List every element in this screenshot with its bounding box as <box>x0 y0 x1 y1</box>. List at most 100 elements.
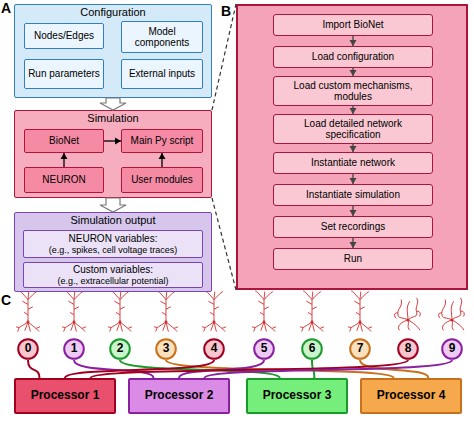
curve-line <box>166 360 394 378</box>
dashed-line <box>212 4 236 110</box>
neuron-morphology <box>252 291 276 332</box>
curve-line <box>312 360 314 378</box>
arrow-line <box>352 36 353 46</box>
box-label: Main Py script <box>131 135 194 146</box>
box-label: Load custom mechanisms, modules <box>277 80 429 102</box>
workflow-frame: BImport BioNetLoad configurationLoad cus… <box>236 4 468 290</box>
callout-number: 2 <box>117 342 124 355</box>
callout-number: 0 <box>25 342 32 355</box>
sim-component: User modules <box>121 167 203 193</box>
assignment-curve <box>74 360 154 378</box>
box-label: Nodes/Edges <box>34 30 94 41</box>
flow-arrow <box>350 36 357 46</box>
callout-number: 6 <box>309 342 316 355</box>
assignment-curve <box>91 360 409 378</box>
config-item: Run parameters <box>24 59 104 89</box>
flow-arrow <box>104 138 121 145</box>
panel-title: Simulation <box>15 112 211 124</box>
processor-label: Processor 3 <box>263 389 332 402</box>
arrow-head <box>350 146 357 152</box>
callout-number: 1 <box>71 342 78 355</box>
callout-number: 3 <box>163 342 170 355</box>
workflow-step: Set recordings <box>273 216 433 238</box>
curve-line <box>65 360 214 378</box>
zoom-leader <box>212 198 236 290</box>
simulation-panel: SimulationBioNet Main Py scriptNEURON User… <box>14 110 212 198</box>
assignment-curve <box>166 360 394 378</box>
box-label: Instantiate network <box>311 157 395 168</box>
flow-block-arrow <box>100 98 126 110</box>
processor-label: Processor 1 <box>31 389 100 402</box>
box-label: Instantiate simulation <box>306 189 400 200</box>
sim-component: BioNet <box>24 129 104 153</box>
cell-id-circle: 1 <box>63 338 85 360</box>
workflow-step: Instantiate network <box>273 152 433 174</box>
box-label: Run <box>344 253 362 264</box>
callout-number: 7 <box>357 342 364 355</box>
neuron-morphology <box>439 298 465 330</box>
callout-number: 4 <box>211 342 218 355</box>
box-label: Load configuration <box>312 51 394 62</box>
box-label: Load detailed network specification <box>277 118 429 140</box>
config-item: External inputs <box>121 59 203 89</box>
arrow-line <box>104 140 121 141</box>
sim-component: Main Py script <box>121 129 203 153</box>
cell-id-circle: 6 <box>301 338 323 360</box>
flow-arrow <box>350 206 357 216</box>
arrow-head <box>350 178 357 184</box>
box-label: NEURON <box>42 174 85 185</box>
arrow-head <box>115 138 121 145</box>
arrow-head <box>159 153 166 159</box>
workflow-step: Load configuration <box>273 46 433 68</box>
flow-arrow <box>350 68 357 76</box>
arrow-head <box>350 70 357 76</box>
flow-block-arrow <box>100 198 126 212</box>
curve-line <box>74 360 154 378</box>
callout-number: 5 <box>261 342 268 355</box>
arrow-line <box>352 144 353 152</box>
callout-number: 9 <box>449 342 456 355</box>
arrow-line <box>63 153 64 167</box>
sim-component: NEURON <box>24 167 104 193</box>
cell-id-circle: 3 <box>155 338 177 360</box>
cell-id-circle: 4 <box>203 338 225 360</box>
processor-label: Processor 2 <box>145 389 214 402</box>
panel-title: Configuration <box>15 6 211 18</box>
assignment-curve <box>179 360 264 378</box>
box-label: NEURON variables: <box>69 233 158 244</box>
arrow-line <box>352 206 353 216</box>
box-label: (e.g., spikes, cell voltage traces) <box>49 245 178 255</box>
flow-arrow <box>350 106 357 114</box>
output-panel: Simulation outputNEURON variables:(e.g.,… <box>14 212 212 292</box>
curve-line <box>28 360 40 378</box>
cell-id-circle: 2 <box>109 338 131 360</box>
neuron-morphology <box>16 291 40 332</box>
neuron-morphology <box>108 291 132 332</box>
arrow-head <box>350 40 357 46</box>
assignment-curve <box>65 360 214 378</box>
cell-id-circle: 0 <box>17 338 39 360</box>
box-label: (e.g., extracellular potential) <box>57 276 168 286</box>
flow-arrow <box>61 153 68 167</box>
arrow-head <box>350 210 357 216</box>
box-label: BioNet <box>49 135 79 146</box>
dashed-line <box>212 198 236 290</box>
assignment-curve <box>312 360 314 378</box>
arrow-head <box>61 153 68 159</box>
output-item: NEURON variables:(e.g., spikes, cell vol… <box>23 230 203 258</box>
box-label: External inputs <box>129 68 195 79</box>
flow-arrow <box>159 153 166 167</box>
flow-arrow <box>350 144 357 152</box>
box-label: Import BioNet <box>322 19 383 30</box>
panel-letter: B <box>221 3 231 19</box>
curve-line <box>91 360 409 378</box>
curve-line <box>179 360 264 378</box>
arrow-line <box>352 68 353 76</box>
cell-id-circle: 5 <box>253 338 275 360</box>
flow-arrow <box>350 238 357 248</box>
processor-label: Processor 4 <box>377 389 446 402</box>
assignment-curve <box>205 360 453 378</box>
cell-id-circle: 9 <box>441 338 463 360</box>
